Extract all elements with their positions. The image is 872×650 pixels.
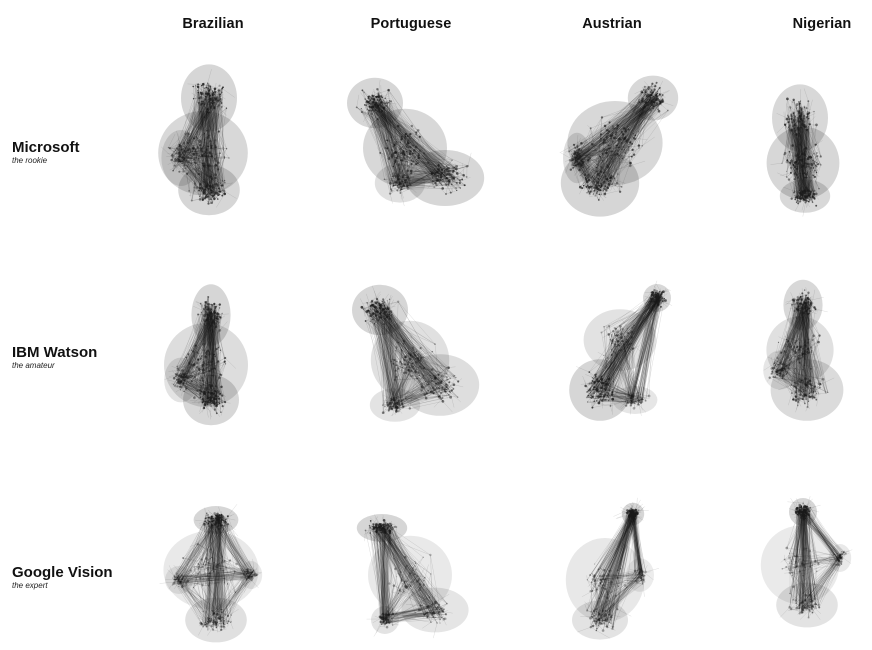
network-graph-microsoft-austrian (545, 58, 695, 228)
network-whiskers (159, 504, 262, 636)
network-cluster-shade (181, 64, 237, 132)
network-edges (172, 513, 258, 631)
network-nodes (781, 502, 847, 619)
network-graph-google-vision-portuguese (340, 480, 490, 650)
network-cluster-shade (368, 535, 452, 615)
network-cluster-shade (363, 108, 447, 188)
row-label-ibm-watson: IBM Watson the amateur (12, 344, 98, 371)
network-cluster-shade (400, 354, 480, 416)
network-cluster-shade (164, 357, 198, 403)
network-nodes (171, 512, 259, 632)
network-cluster-shade (401, 587, 469, 633)
network-graph-image (760, 496, 853, 628)
network-cluster-shade (766, 126, 840, 200)
row-label-google-vision: Google Vision the expert (12, 564, 113, 591)
network-cluster-shade (766, 316, 834, 384)
network-nodes (167, 82, 230, 205)
network-cluster-shade (763, 350, 797, 390)
network-cluster-shade (626, 558, 654, 592)
network-cluster-shade (612, 386, 658, 414)
row-subtitle: the rookie (12, 156, 48, 165)
network-cluster-shade (405, 150, 485, 206)
network-cluster-shade (583, 309, 657, 371)
network-cluster-shade (191, 284, 231, 346)
network-nodes (585, 507, 647, 632)
network-cluster-shade (760, 525, 840, 605)
network-cluster-shade (569, 359, 631, 421)
network-edges (361, 298, 459, 413)
network-graph-google-vision-austrian (545, 480, 695, 650)
network-cluster-shade (776, 582, 838, 628)
row-subtitle: the expert (12, 581, 48, 590)
network-graph-image (559, 75, 679, 217)
network-nodes (172, 295, 227, 415)
network-graph-image (569, 280, 673, 421)
network-edges (365, 520, 448, 628)
column-header-nigerian: Nigerian (792, 16, 852, 32)
network-cluster-shade (565, 538, 645, 622)
network-graph-image (766, 84, 840, 217)
network-graph-image (763, 279, 844, 421)
network-graph-image (347, 77, 485, 207)
network-cluster-shade (185, 597, 247, 643)
network-graph-image (352, 284, 480, 422)
network-cluster-shade (163, 530, 259, 610)
network-graph-microsoft-portuguese (340, 58, 490, 228)
network-cluster-shade (371, 606, 399, 634)
network-nodes (568, 81, 669, 201)
row-subtitle: the amateur (12, 361, 55, 370)
network-cluster-shade (239, 561, 263, 589)
network-nodes (364, 518, 448, 629)
row-label-microsoft: Microsoft the rookie (12, 139, 80, 166)
network-graph-ibm-watson-portuguese (340, 270, 490, 440)
network-nodes (355, 87, 469, 196)
network-graph-ibm-watson-nigerian (735, 270, 872, 440)
network-graph-ibm-watson-brazilian (141, 270, 291, 440)
network-cluster-shade (572, 600, 628, 640)
network-cluster-shade (165, 566, 193, 594)
column-header-austrian: Austrian (582, 16, 642, 32)
network-graph-image (164, 284, 248, 426)
column-header-portuguese: Portuguese (370, 16, 452, 32)
network-cluster-shade (158, 111, 248, 195)
row-title: Google Vision (12, 564, 113, 581)
network-cluster-shade (567, 101, 663, 185)
network-cluster-shade (352, 284, 408, 336)
network-cluster-shade (770, 359, 844, 421)
network-graph-image (565, 497, 660, 640)
network-whiskers (364, 514, 453, 639)
column-header-brazilian: Brazilian (182, 16, 244, 32)
network-cluster-shade (828, 544, 852, 572)
network-nodes (584, 288, 667, 410)
network-graph-microsoft-nigerian (735, 58, 872, 228)
network-graph-google-vision-nigerian (735, 470, 872, 640)
network-nodes (781, 97, 822, 207)
network-cluster-shade (161, 130, 201, 186)
row-title: IBM Watson (12, 344, 98, 361)
network-nodes (768, 289, 829, 409)
network-graph-google-vision-brazilian (141, 480, 291, 650)
network-cluster-shade (627, 75, 679, 121)
network-graph-image (158, 64, 248, 216)
network-nodes (360, 297, 460, 415)
network-graph-image (159, 504, 263, 643)
network-graph-ibm-watson-austrian (545, 270, 695, 440)
row-title: Microsoft (12, 139, 80, 156)
network-graph-microsoft-brazilian (141, 58, 291, 228)
network-graph-image (356, 514, 469, 639)
